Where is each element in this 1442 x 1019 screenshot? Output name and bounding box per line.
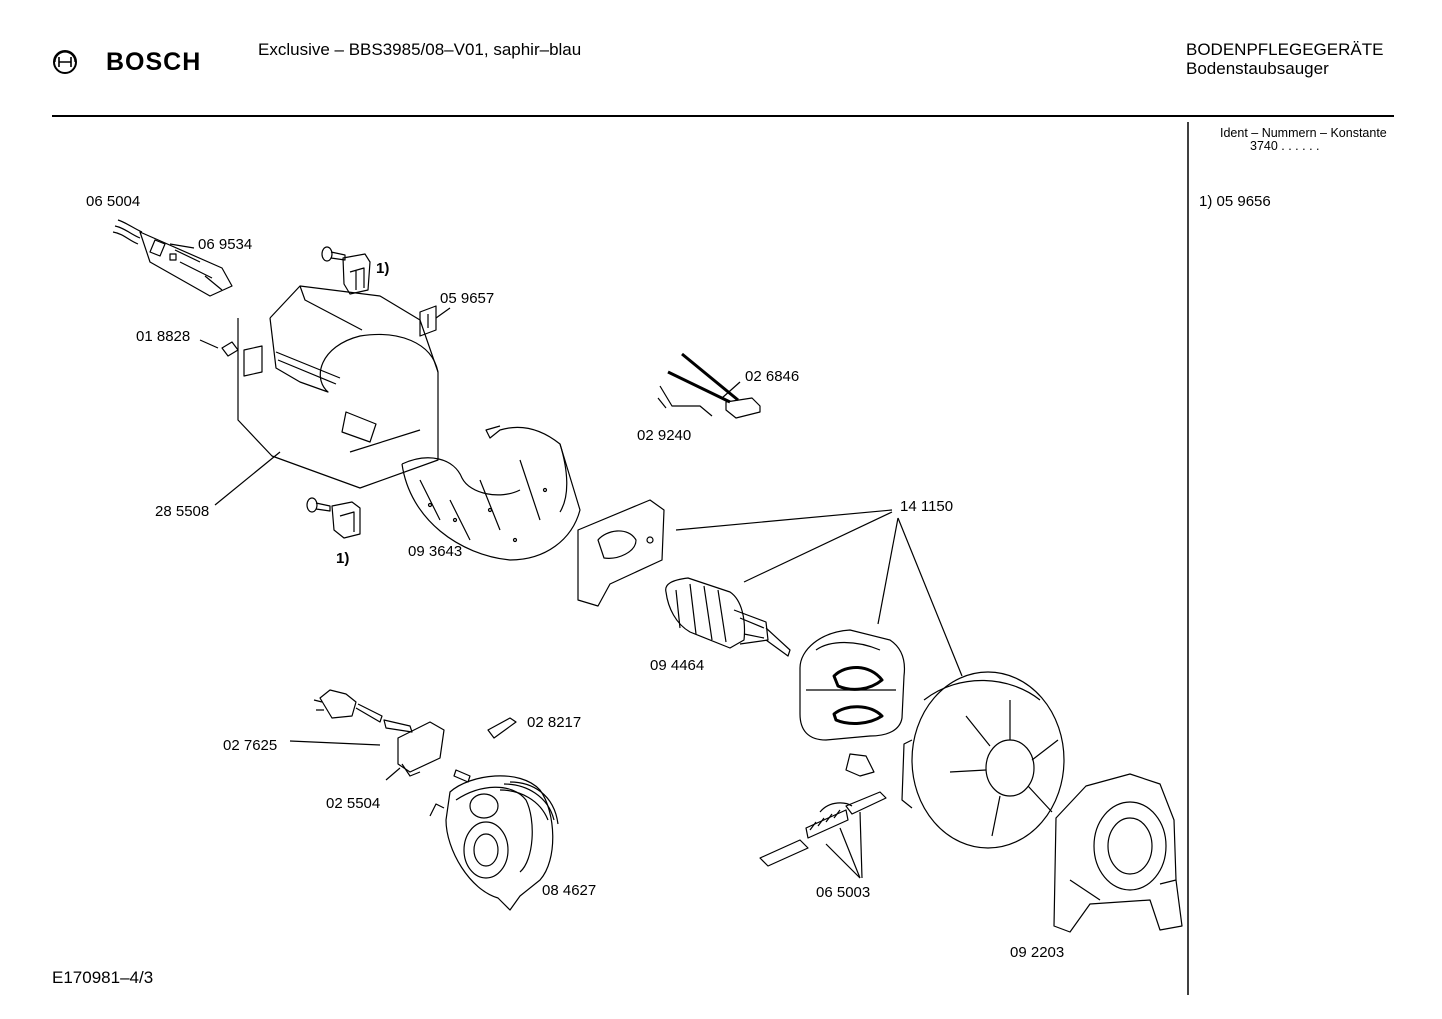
cord-reel-part — [429, 769, 559, 911]
end-cap-part — [1053, 773, 1183, 933]
part-label-018828: 01 8828 — [136, 328, 191, 345]
part-label-026846: 02 6846 — [745, 368, 800, 385]
bosch-logo-icon — [53, 50, 77, 74]
part-label-094464: 09 4464 — [650, 657, 705, 674]
part-label-029240: 02 9240 — [637, 427, 692, 444]
model-title: Exclusive – BBS3985/08–V01, saphir–blau — [258, 40, 582, 59]
part-label-027625: 02 7625 — [223, 737, 278, 754]
part-label-065003: 06 5003 — [816, 884, 871, 901]
footnote-marker-top: 1) — [376, 260, 390, 277]
category-main: BODENPFLEGEGERÄTE — [1186, 40, 1384, 59]
armature-094464-part — [665, 511, 893, 657]
plate-059657-part — [419, 305, 451, 337]
mains-plug-part — [289, 689, 517, 781]
brand-name: BOSCH — [106, 48, 202, 76]
screw-clip-top-part — [321, 246, 371, 295]
brush-spring-part — [759, 753, 887, 879]
document-code: E170981–4/3 — [52, 968, 154, 987]
carbon-brush-part — [657, 352, 761, 419]
screw-clip-bottom-part — [306, 497, 361, 539]
part-label-084627: 08 4627 — [542, 882, 597, 899]
part-label-028217: 02 8217 — [527, 714, 582, 731]
part-label-059657: 05 9657 — [440, 290, 495, 307]
housing-285508-part — [214, 285, 439, 506]
part-label-025504: 02 5504 — [326, 795, 381, 812]
category-sub: Bodenstaubsauger — [1186, 59, 1329, 78]
shroud-plate-part — [577, 499, 893, 607]
fan-cover-part — [897, 517, 1065, 849]
ident-value: 3740 . . . . . . — [1250, 139, 1320, 153]
part-label-093643: 09 3643 — [408, 543, 463, 560]
footnote-marker-bottom: 1) — [336, 550, 350, 567]
part-label-069534: 06 9534 — [198, 236, 253, 253]
stator-part — [799, 517, 906, 741]
footnote-reference: 1) 05 9656 — [1199, 193, 1271, 210]
part-label-092203: 09 2203 — [1010, 944, 1065, 961]
part-label-285508: 28 5508 — [155, 503, 210, 520]
ident-title: Ident – Nummern – Konstante — [1220, 126, 1387, 140]
part-label-141150: 14 1150 — [900, 498, 954, 515]
part-label-065004: 06 5004 — [86, 193, 141, 210]
insulation-sleeve-part — [401, 425, 581, 561]
switch-module-part — [112, 219, 233, 297]
clip-018828-part — [199, 339, 239, 357]
